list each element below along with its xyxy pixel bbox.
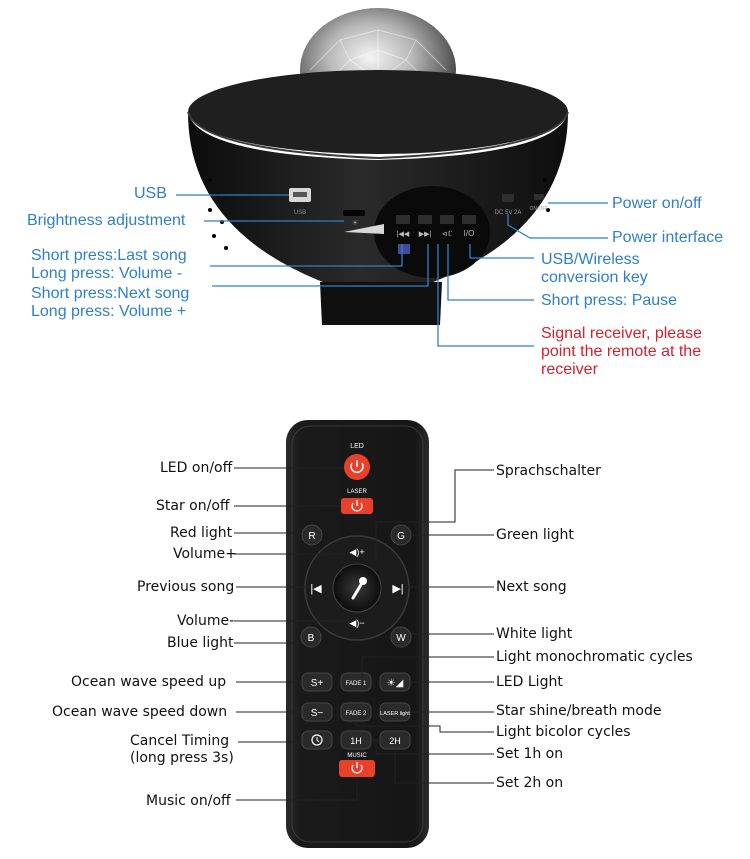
clock-icon [311,734,323,746]
label-red-light: Red light [170,525,233,541]
label-white-light: White light [496,626,573,642]
speaker-top-rim [188,70,568,154]
label-blue-light: Blue light [167,635,234,651]
label-led-onoff: LED on/off [160,460,233,476]
label-usb-wireless: USB/Wireless conversion key [541,251,648,286]
mic-button[interactable] [332,563,382,613]
svg-text:|◀◀: |◀◀ [397,231,410,238]
label-previous-song: Previous song [137,579,235,595]
remote-control: LED LASER R G ◀)+ ◀)− |◀ ▶| B W S+ FADE … [286,420,429,848]
label-mono-cycles: Light monochromatic cycles [496,649,693,665]
speaker-buttons: |◀◀ ▶▶| ⊲ℂ I/O [396,215,476,238]
brightness-slot [343,210,365,216]
dc-port [502,194,514,202]
svg-text:⊲ℂ: ⊲ℂ [442,230,453,238]
svg-text:USB: USB [294,210,306,216]
label-next-song-long: Long press: Volume + [31,303,187,320]
svg-text:R: R [308,531,315,542]
label-next-song: Next song [496,579,567,595]
svg-text:W: W [396,633,406,644]
label-bicolor-cycles: Light bicolor cycles [496,724,631,740]
label-last-song-long: Long press: Volume - [31,265,183,282]
label-green-light: Green light [496,527,574,543]
music-power-button[interactable] [339,760,375,777]
speaker-base [320,282,442,325]
label-star-shine: Star shine/breath mode [496,703,662,719]
laser-caption: LASER [347,489,367,495]
svg-text:1H: 1H [350,736,362,746]
volume-up-button[interactable]: ◀)+ [349,547,364,557]
label-pause: Short press: Pause [541,292,678,309]
led-caption: LED [350,443,364,450]
fade1-button[interactable] [340,672,372,692]
svg-text:2H: 2H [389,736,401,746]
blue-light-button[interactable] [300,626,322,648]
label-last-song-short: Short press:Last song [31,247,187,264]
svg-text:S+: S+ [311,678,324,689]
previous-song-button[interactable]: |◀ [310,583,322,595]
label-set-1h: Set 1h on [496,746,564,762]
sun-icon: ☀◢ [387,678,404,689]
label-power-onoff: Power on/off [612,195,702,212]
speaker-leader-lines [176,194,608,347]
svg-text:FADE 1: FADE 1 [346,681,367,687]
label-led-light: LED Light [496,674,563,690]
speaker-device: USB ☀ |◀◀ ▶▶| ⊲ℂ I/O DC 5V 2A ON/OFF [187,8,569,325]
label-set-2h: Set 2h on [496,775,564,791]
svg-text:B: B [308,633,315,644]
svg-text:DC 5V 2A: DC 5V 2A [495,210,522,216]
ir-receiver [398,244,410,254]
label-brightness: Brightness adjustment [27,212,186,229]
label-volume-down: Volume- [177,613,235,629]
svg-text:ON/OFF: ON/OFF [530,206,549,212]
svg-text:I/O: I/O [464,229,475,238]
label-ocean-up: Ocean wave speed up [71,674,227,690]
control-panel [374,186,490,278]
svg-text:S−: S− [311,708,324,719]
svg-text:FADE 2: FADE 2 [346,711,367,717]
label-next-song-short: Short press:Next song [31,285,190,302]
label-music-onoff: Music on/off [146,793,231,809]
svg-text:▶▶|: ▶▶| [419,231,432,238]
volume-down-button[interactable]: ◀)− [349,618,364,628]
music-caption: MUSIC [347,753,367,759]
label-volume-up: Volume+ [173,546,237,562]
next-song-button[interactable]: ▶| [392,583,403,595]
power-switch [534,194,544,200]
mic-icon [351,581,364,600]
label-power-interface: Power interface [612,229,724,246]
label-signal-receiver: Signal receiver, please point the remote… [541,325,702,378]
red-light-button[interactable] [301,524,323,546]
label-ocean-down: Ocean wave speed down [52,704,228,720]
svg-text:G: G [397,531,405,542]
label-cancel-timing: Cancel Timing (long press 3s) [130,733,234,766]
label-usb: USB [134,185,167,202]
remote-leader-lines [234,467,494,801]
brightness-wedge [344,224,384,234]
white-light-button[interactable] [390,626,412,648]
label-sprachschalter: Sprachschalter [496,463,601,479]
svg-text:☀: ☀ [352,219,358,227]
label-star-onoff: Star on/off [156,498,230,514]
svg-text:LASER light: LASER light [380,711,410,717]
